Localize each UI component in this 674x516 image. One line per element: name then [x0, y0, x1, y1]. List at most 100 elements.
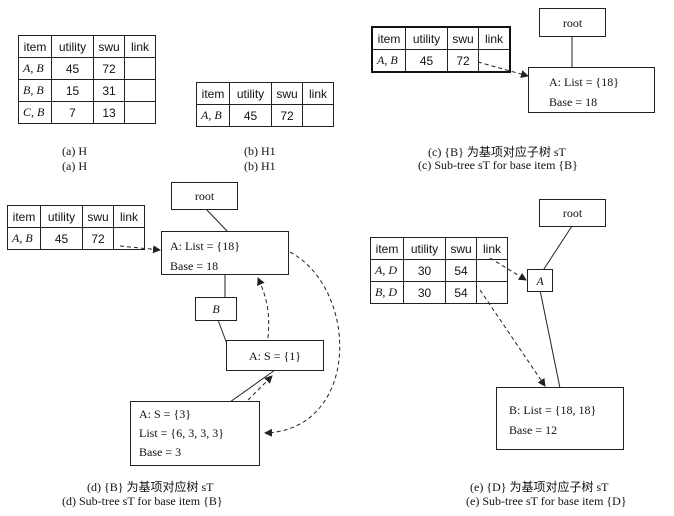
- col-swu: swu: [445, 237, 477, 260]
- col-utility: utility: [40, 205, 83, 228]
- table-header-row: item utility swu link: [7, 205, 145, 228]
- cell-swu: 72: [271, 104, 303, 127]
- node-a-c: A: List = {18} Base = 18: [528, 67, 655, 113]
- cell-item: A, D: [370, 259, 404, 282]
- cell-item: A, B: [18, 57, 52, 80]
- table-header-row: item utility swu link: [18, 35, 156, 58]
- cell-utility: 45: [40, 227, 83, 250]
- edge-root-a-e: [541, 225, 573, 273]
- cell-link: [124, 101, 156, 124]
- node-a-c-base: Base = 18: [549, 95, 598, 109]
- cell-item: C, B: [18, 101, 52, 124]
- cell-link: [476, 281, 508, 304]
- cell-swu: 54: [445, 281, 477, 304]
- node-a-d-list: A: List = {18}: [170, 239, 240, 253]
- node-low-d-s: A: S = {3}: [139, 407, 191, 421]
- table-header-row: item utility swu link: [371, 26, 511, 50]
- caption-a-2: (a) H: [62, 159, 87, 173]
- cell-swu: 13: [93, 101, 125, 124]
- table-c: item utility swu link A, B 45 72: [371, 26, 511, 73]
- col-swu: swu: [82, 205, 114, 228]
- node-b-e-base: Base = 12: [509, 423, 558, 437]
- node-a-d-base: Base = 18: [170, 259, 219, 273]
- col-swu: swu: [271, 82, 303, 105]
- col-swu: swu: [447, 26, 479, 50]
- cell-swu: 54: [445, 259, 477, 282]
- col-swu: swu: [93, 35, 125, 58]
- node-low-d: A: S = {3} List = {6, 3, 3, 3} Base = 3: [130, 401, 260, 466]
- caption-c-1: (c) {B} 为基项对应子树 sT: [428, 145, 566, 159]
- node-low-d-list: List = {6, 3, 3, 3}: [139, 426, 224, 440]
- table-row: A, B 45 72: [18, 57, 156, 80]
- table-d: item utility swu link A, B 45 72: [7, 205, 145, 250]
- cell-item: B, D: [370, 281, 404, 304]
- node-a-e: A: [527, 269, 553, 292]
- link-arrow-e2: [479, 289, 546, 387]
- table-row: B, B 15 31: [18, 79, 156, 102]
- cell-utility: 45: [405, 49, 448, 73]
- col-link: link: [476, 237, 508, 260]
- table-header-row: item utility swu link: [370, 237, 508, 260]
- cell-utility: 30: [403, 259, 446, 282]
- cell-swu: 72: [93, 57, 125, 80]
- col-utility: utility: [229, 82, 272, 105]
- cell-link: [113, 227, 145, 250]
- cell-swu: 72: [82, 227, 114, 250]
- table-row: B, D 30 54: [370, 281, 508, 304]
- cell-utility: 45: [51, 57, 94, 80]
- cell-item: A, B: [196, 104, 230, 127]
- cell-item: B, B: [18, 79, 52, 102]
- node-b-e-list: B: List = {18, 18}: [509, 403, 597, 417]
- caption-e-2: (e) Sub-tree sT for base item {D}: [466, 494, 627, 508]
- table-h1: item utility swu link A, B 45 72: [196, 82, 334, 127]
- table-e: item utility swu link A, D 30 54 B, D 30…: [370, 237, 508, 304]
- col-item: item: [7, 205, 41, 228]
- cell-link: [124, 57, 156, 80]
- edge-s-low-d: [229, 369, 276, 403]
- link-arrow-a-low: [264, 251, 341, 437]
- caption-b-1: (b) H1: [244, 144, 276, 158]
- col-utility: utility: [403, 237, 446, 260]
- table-row: A, B 45 72: [196, 104, 334, 127]
- col-item: item: [196, 82, 230, 105]
- cell-link: [302, 104, 334, 127]
- cell-link: [476, 259, 508, 282]
- col-item: item: [370, 237, 404, 260]
- node-s-d: A: S = {1}: [226, 340, 324, 371]
- root-node-d: root: [171, 182, 238, 210]
- node-a-d: A: List = {18} Base = 18: [161, 231, 289, 275]
- root-node-c: root: [539, 8, 606, 37]
- table-row: A, D 30 54: [370, 259, 508, 282]
- node-b-e: B: List = {18, 18} Base = 12: [496, 387, 624, 450]
- table-header-row: item utility swu link: [196, 82, 334, 105]
- node-a-c-list: A: List = {18}: [549, 75, 619, 89]
- col-link: link: [113, 205, 145, 228]
- root-node-e: root: [539, 199, 606, 227]
- link-arrow-low-s: [247, 375, 273, 401]
- cell-swu: 31: [93, 79, 125, 102]
- caption-b-2: (b) H1: [244, 159, 276, 173]
- col-item: item: [371, 26, 406, 50]
- caption-a-1: (a) H: [62, 144, 87, 158]
- cell-link: [478, 49, 511, 73]
- caption-d-2: (d) Sub-tree sT for base item {B}: [62, 494, 223, 508]
- cell-item: A, B: [7, 227, 41, 250]
- cell-swu: 72: [447, 49, 479, 73]
- edge-root-a-d: [204, 207, 229, 233]
- cell-utility: 45: [229, 104, 272, 127]
- col-item: item: [18, 35, 52, 58]
- cell-link: [124, 79, 156, 102]
- col-utility: utility: [405, 26, 448, 50]
- cell-utility: 7: [51, 101, 94, 124]
- cell-utility: 15: [51, 79, 94, 102]
- col-link: link: [302, 82, 334, 105]
- table-row: C, B 7 13: [18, 101, 156, 124]
- col-utility: utility: [51, 35, 94, 58]
- edge-a-b-e: [539, 289, 561, 389]
- link-arrow-s-a: [257, 277, 270, 339]
- table-h: item utility swu link A, B 45 72 B, B 15…: [18, 35, 156, 124]
- table-row: A, B 45 72: [7, 227, 145, 250]
- caption-e-1: (e) {D} 为基项对应子树 sT: [470, 480, 609, 494]
- caption-d-1: (d) {B} 为基项对应树 sT: [87, 480, 214, 494]
- cell-item: A, B: [371, 49, 406, 73]
